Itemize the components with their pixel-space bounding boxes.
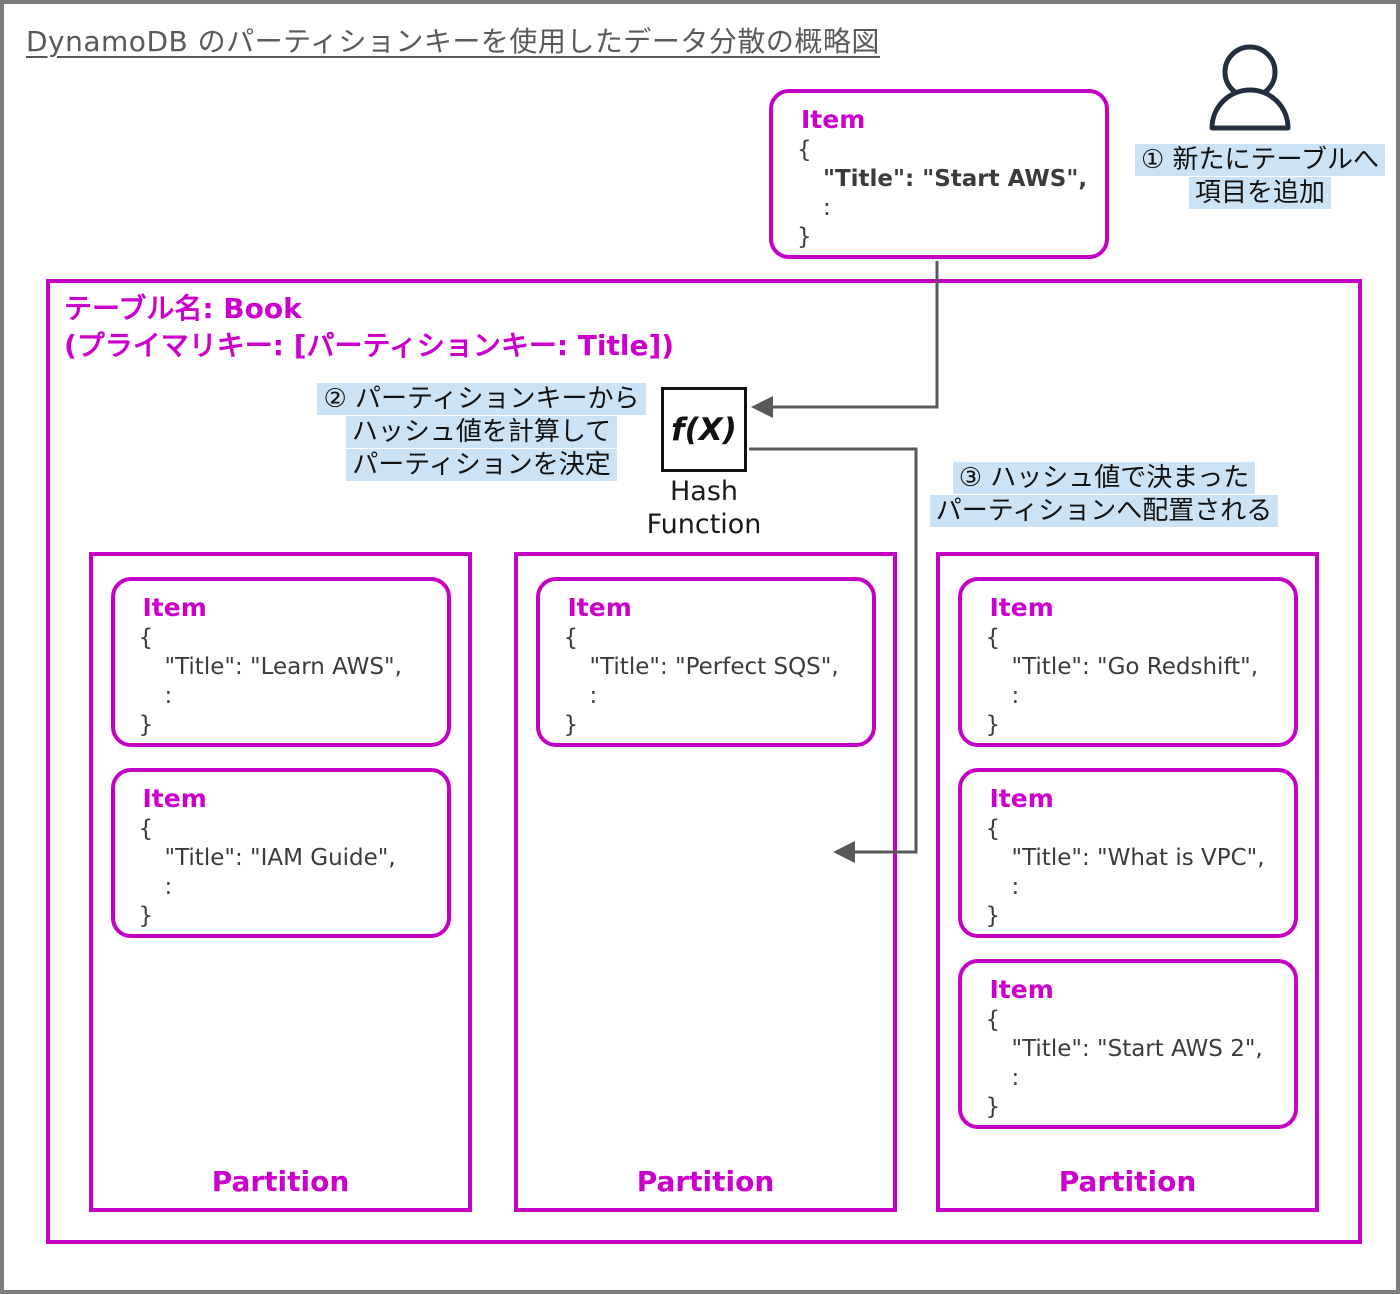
- person-icon: [1209, 44, 1291, 131]
- json-ellipsis: :: [164, 683, 173, 709]
- hash-function-label: Hash Function: [624, 475, 784, 541]
- json-ellipsis: :: [1011, 683, 1020, 709]
- item-box: Item { "Title": "Learn AWS", : }: [110, 577, 451, 747]
- annotation-step2-line3: パーティションを決定: [346, 449, 617, 481]
- json-close-brace: }: [563, 712, 579, 738]
- annotation-step1-line2: 項目を追加: [1188, 177, 1331, 209]
- page-title: DynamoDB のパーティションキーを使用したデータ分散の概略図: [26, 25, 880, 58]
- json-open-brace: {: [985, 625, 1001, 651]
- json-open-brace: {: [563, 625, 579, 651]
- partition-right: Item { "Title": "Go Redshift", : } Item …: [936, 552, 1319, 1212]
- item-box: Item { "Title": "What is VPC", : }: [957, 768, 1298, 938]
- json-close-brace: }: [985, 1094, 1001, 1120]
- item-label: Item: [567, 593, 632, 622]
- annotation-step1: ① 新たにテーブルへ 項目を追加: [1132, 144, 1388, 209]
- json-open-brace: {: [138, 816, 154, 842]
- json-ellipsis: :: [1011, 1065, 1020, 1091]
- new-item-box: Item { "Title": "Start AWS", : }: [769, 89, 1109, 259]
- json-ellipsis: :: [589, 683, 598, 709]
- table-name-line2: (プライマリキー: [パーティションキー: Title]): [64, 329, 675, 362]
- annotation-step3-line1: ③ ハッシュ値で決まった: [952, 462, 1256, 494]
- item-box: Item { "Title": "Start AWS 2", : }: [957, 959, 1298, 1129]
- item-label: Item: [142, 784, 207, 813]
- json-title-line: "Title": "IAM Guide",: [164, 845, 396, 871]
- table-name-line1: テーブル名: Book: [64, 292, 302, 325]
- partition-left: Item { "Title": "Learn AWS", : } Item { …: [89, 552, 472, 1212]
- item-label: Item: [989, 593, 1054, 622]
- item-label: Item: [801, 105, 866, 134]
- hash-function-label-line1: Hash: [669, 476, 739, 507]
- item-label: Item: [989, 784, 1054, 813]
- annotation-step3: ③ ハッシュ値で決まった パーティションへ配置される: [894, 462, 1314, 527]
- item-box: Item { "Title": "Perfect SQS", : }: [535, 577, 876, 747]
- item-box: Item { "Title": "IAM Guide", : }: [110, 768, 451, 938]
- json-close-brace: }: [138, 903, 154, 929]
- partition-middle: Item { "Title": "Perfect SQS", : } Parti…: [514, 552, 897, 1212]
- annotation-step1-line1: ① 新たにテーブルへ: [1134, 144, 1385, 176]
- item-label: Item: [989, 975, 1054, 1004]
- json-title-line: "Title": "Perfect SQS",: [589, 654, 839, 680]
- json-open-brace: {: [985, 1007, 1001, 1033]
- hash-function-symbol: f(X): [671, 411, 737, 448]
- json-title-line: "Title": "Learn AWS",: [164, 654, 402, 680]
- json-close-brace: }: [138, 712, 154, 738]
- item-label: Item: [142, 593, 207, 622]
- partition-label: Partition: [1058, 1165, 1197, 1198]
- json-ellipsis: :: [1011, 874, 1020, 900]
- item-box: Item { "Title": "Go Redshift", : }: [957, 577, 1298, 747]
- json-close-brace: }: [797, 224, 812, 250]
- json-close-brace: }: [985, 903, 1001, 929]
- json-open-brace: {: [985, 816, 1001, 842]
- json-title-line: "Title": "Start AWS 2",: [1011, 1036, 1263, 1062]
- annotation-step2-line2: ハッシュ値を計算して: [345, 416, 618, 448]
- hash-function-box: f(X): [661, 387, 747, 472]
- json-close-brace: }: [985, 712, 1001, 738]
- hash-function-label-line2: Function: [646, 509, 762, 540]
- json-title-line: "Title": "What is VPC",: [1011, 845, 1265, 871]
- table-name: テーブル名: Book (プライマリキー: [パーティションキー: Title]…: [64, 290, 674, 364]
- json-open-brace: {: [797, 137, 812, 163]
- annotation-step2-line1: ② パーティションキーから: [317, 383, 646, 415]
- json-title-line: "Title": "Start AWS",: [823, 166, 1088, 192]
- annotation-step2: ② パーティションキーから ハッシュ値を計算して パーティションを決定: [309, 383, 654, 481]
- annotation-step3-line2: パーティションへ配置される: [929, 495, 1279, 527]
- partition-label: Partition: [636, 1165, 775, 1198]
- partition-label: Partition: [211, 1165, 350, 1198]
- json-open-brace: {: [138, 625, 154, 651]
- json-ellipsis: :: [823, 195, 831, 221]
- json-title-line: "Title": "Go Redshift",: [1011, 654, 1259, 680]
- json-ellipsis: :: [164, 874, 173, 900]
